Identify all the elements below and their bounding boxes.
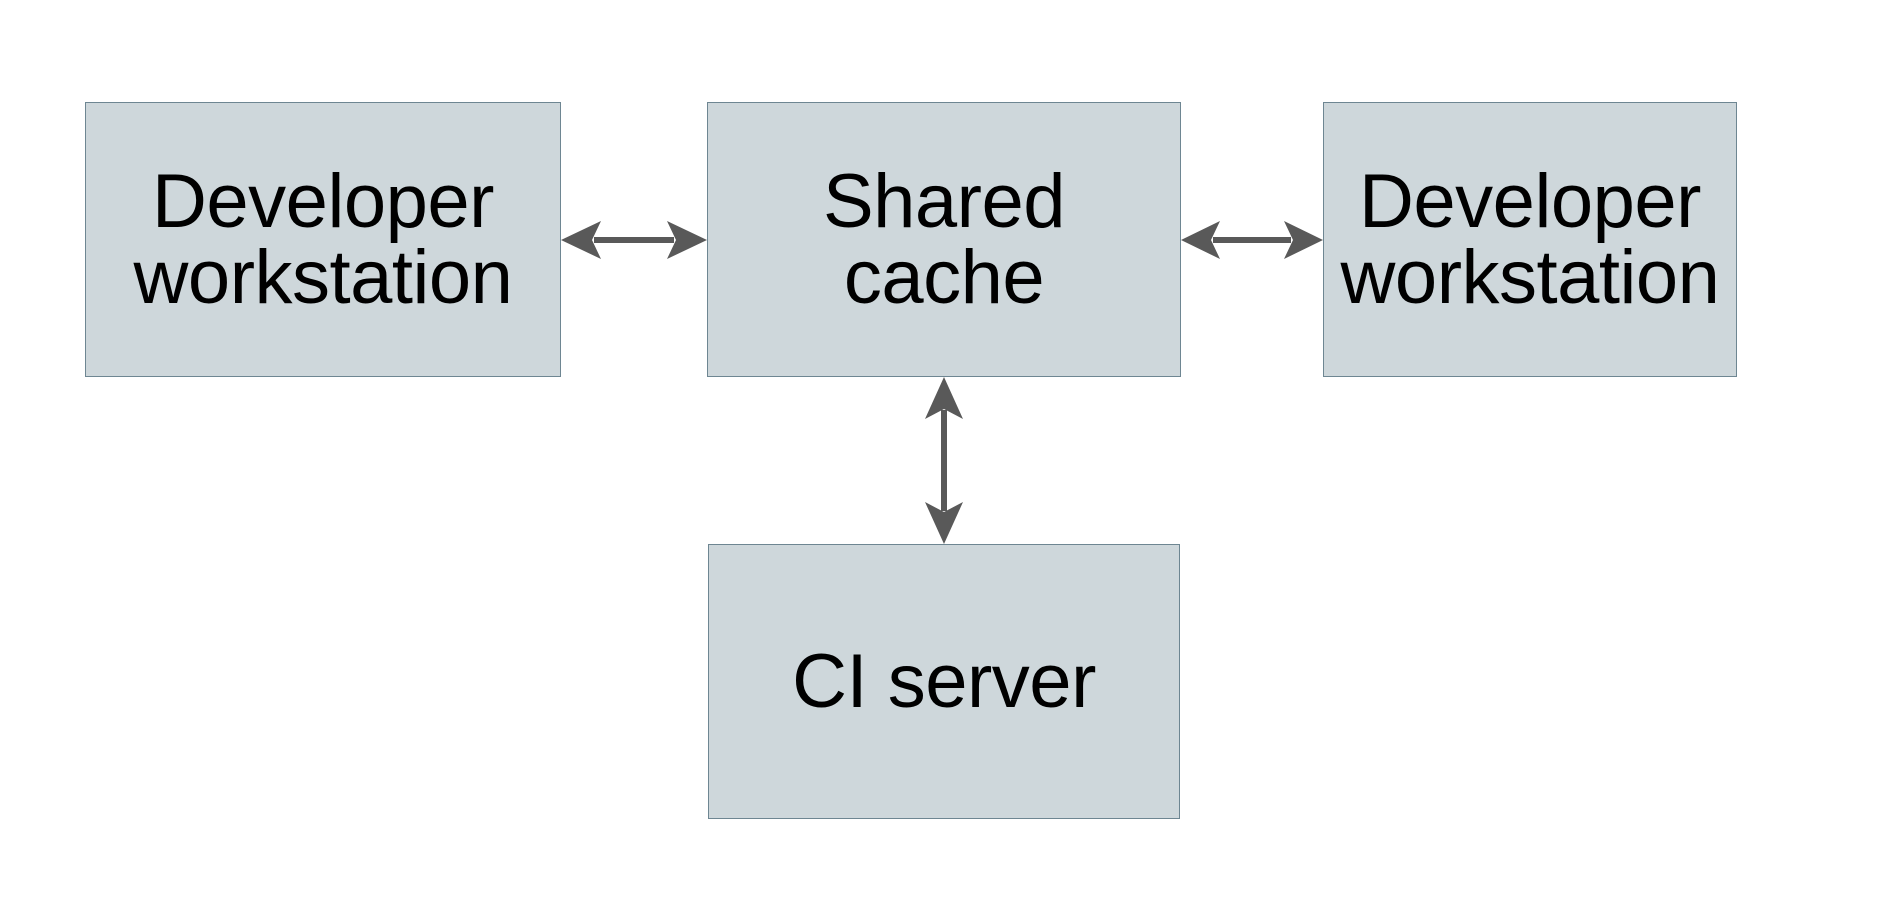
node-developer-workstation-right[interactable]: Developer workstation: [1323, 102, 1737, 377]
node-shared-cache[interactable]: Shared cache: [707, 102, 1181, 377]
connector-shared-cache-to-ci-server[interactable]: [900, 375, 988, 546]
node-ci-server[interactable]: CI server: [708, 544, 1180, 819]
connector-developer-left-to-shared-cache[interactable]: [559, 196, 709, 284]
node-developer-workstation-left[interactable]: Developer workstation: [85, 102, 561, 377]
node-label: CI server: [792, 638, 1096, 724]
connector-shared-cache-to-developer-right[interactable]: [1179, 196, 1325, 284]
double-arrow-icon: [1181, 221, 1323, 259]
double-arrow-icon: [925, 377, 963, 544]
node-label: Developer workstation: [1340, 158, 1720, 320]
double-arrow-icon: [561, 221, 707, 259]
node-label: Developer workstation: [133, 158, 513, 320]
node-label: Shared cache: [822, 158, 1066, 320]
